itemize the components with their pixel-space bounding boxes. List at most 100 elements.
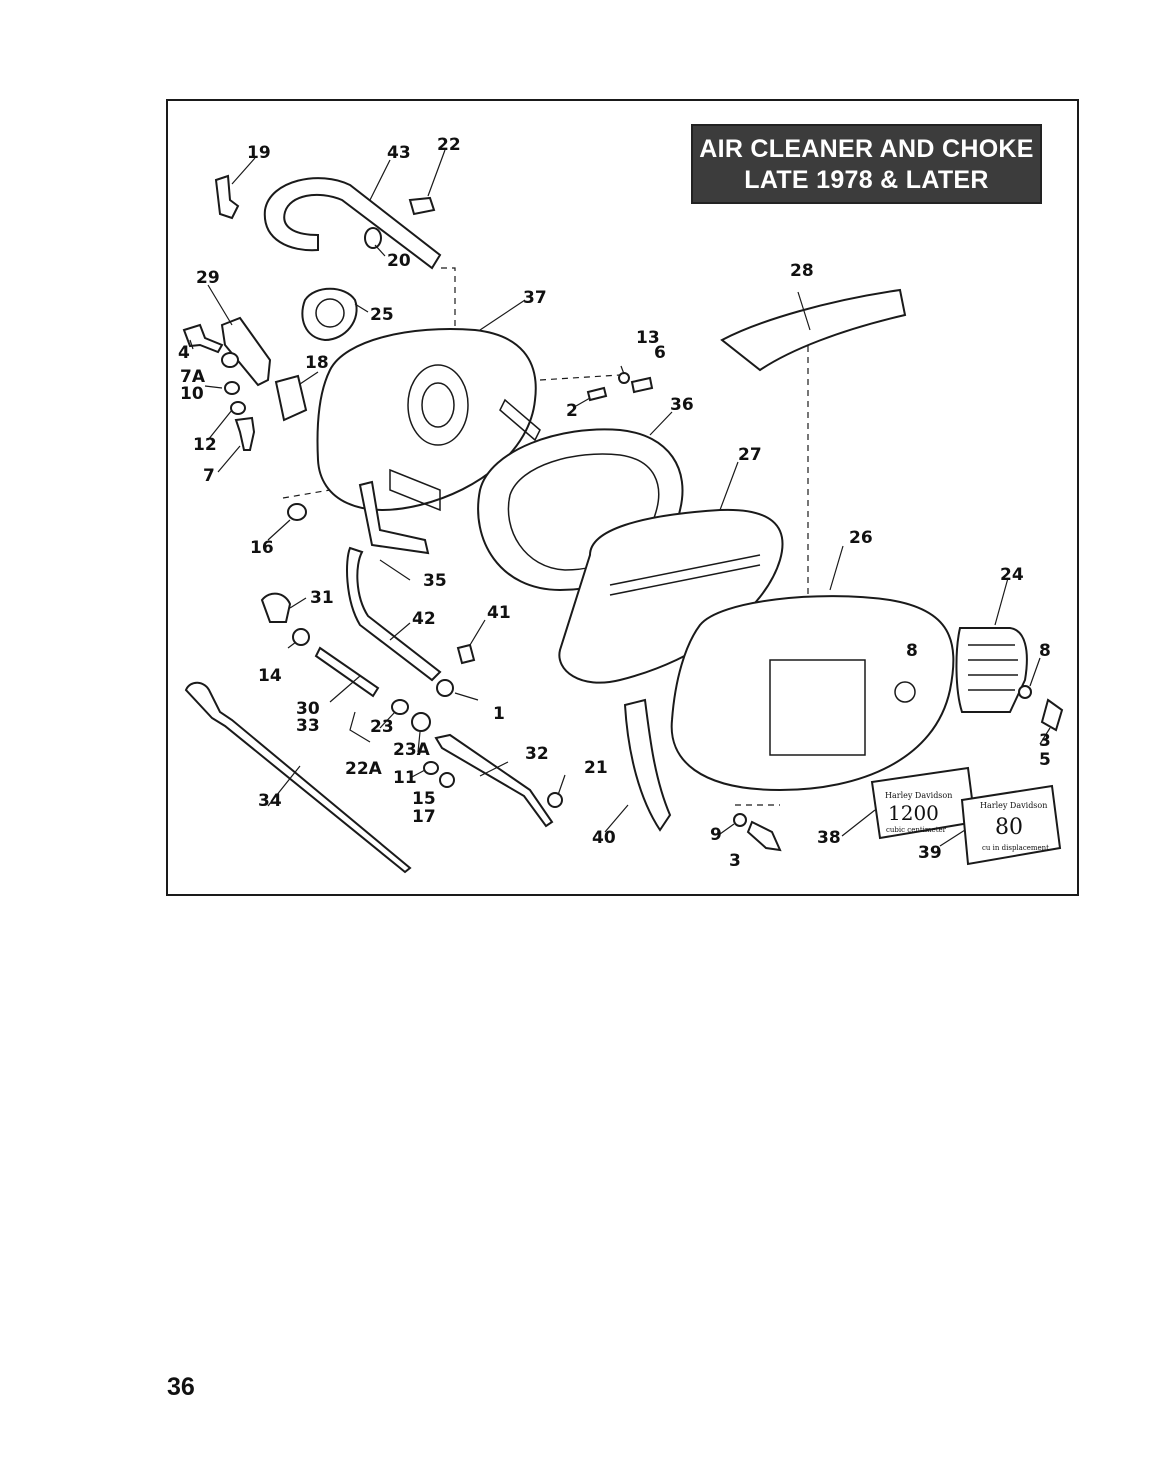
callout-17: 17 bbox=[412, 807, 436, 827]
part-1-grommet bbox=[436, 679, 454, 697]
callout-33: 33 bbox=[296, 716, 320, 736]
callout-34: 34 bbox=[258, 791, 282, 811]
part-38-plate-1200: Harley Davidson 1200 cubic centimeter bbox=[870, 766, 977, 840]
callout-23a: 23A bbox=[393, 740, 431, 760]
callout-8-cover: 8 bbox=[906, 641, 918, 661]
page-number: 36 bbox=[167, 1373, 195, 1401]
callout-7a: 7A bbox=[180, 367, 206, 387]
part-15-nut bbox=[439, 772, 455, 788]
part-7a-washer bbox=[221, 352, 239, 368]
part-8-washer bbox=[1018, 685, 1032, 699]
figure-title: AIR CLEANER AND CHOKE LATE 1978 & LATER bbox=[691, 124, 1042, 204]
part-41-plug bbox=[456, 643, 476, 665]
part-16-nut bbox=[287, 503, 307, 521]
callout-15: 15 bbox=[412, 789, 436, 809]
part-28-deflector bbox=[720, 288, 907, 372]
plate-1200-unit: cubic centimeter bbox=[886, 826, 947, 834]
part-6-screw bbox=[630, 376, 654, 394]
callout-39: 39 bbox=[918, 843, 942, 863]
part-14-nut bbox=[292, 628, 310, 646]
callout-29: 29 bbox=[196, 268, 220, 288]
part-23-nut bbox=[391, 699, 409, 715]
part-39-plate-80: Harley Davidson 80 cu in displacement bbox=[960, 784, 1062, 866]
callout-24: 24 bbox=[1000, 565, 1024, 585]
plate-80-unit: cu in displacement bbox=[982, 844, 1049, 852]
callout-22a: 22A bbox=[345, 759, 383, 779]
figure-frame bbox=[166, 99, 1079, 896]
part-24-grille bbox=[955, 627, 1028, 713]
callout-18: 18 bbox=[305, 353, 329, 373]
part-25-gasket bbox=[301, 287, 358, 342]
part-10-washer bbox=[224, 381, 240, 395]
callout-12: 12 bbox=[193, 435, 217, 455]
part-3-screw-right bbox=[1040, 698, 1064, 732]
part-30-rod bbox=[314, 646, 380, 698]
figure-title-line-1: AIR CLEANER AND CHOKE bbox=[699, 135, 1034, 163]
callout-22: 22 bbox=[437, 135, 461, 155]
part-40-strap bbox=[623, 698, 672, 832]
part-22-fitting bbox=[408, 196, 436, 216]
figure-title-line-2: LATE 1978 & LATER bbox=[744, 166, 989, 194]
callout-11: 11 bbox=[393, 768, 417, 788]
callout-41: 41 bbox=[487, 603, 511, 623]
callout-3-right: 3 bbox=[1039, 731, 1051, 751]
callout-16: 16 bbox=[250, 538, 274, 558]
callout-2: 2 bbox=[566, 401, 578, 421]
callout-10: 10 bbox=[180, 384, 204, 404]
callout-37: 37 bbox=[523, 288, 547, 308]
callout-19: 19 bbox=[247, 143, 271, 163]
part-19-clip bbox=[214, 174, 240, 220]
callout-8-right: 8 bbox=[1039, 641, 1051, 661]
callout-35: 35 bbox=[423, 571, 447, 591]
part-23a-washer bbox=[411, 712, 431, 732]
part-35-bracket bbox=[358, 480, 430, 555]
callout-7: 7 bbox=[203, 466, 215, 486]
callout-4: 4 bbox=[178, 343, 190, 363]
callout-28: 28 bbox=[790, 261, 814, 281]
callout-13: 13 bbox=[636, 328, 660, 348]
callout-36: 36 bbox=[670, 395, 694, 415]
part-29-bracket bbox=[220, 316, 272, 387]
callout-5: 5 bbox=[1039, 750, 1051, 770]
plate-1200-number: 1200 bbox=[888, 801, 939, 825]
part-31-knob bbox=[260, 592, 292, 623]
part-43-hose bbox=[263, 177, 442, 270]
callout-23: 23 bbox=[370, 717, 394, 737]
callout-42: 42 bbox=[412, 609, 436, 629]
part-27-backing-plate bbox=[558, 508, 784, 684]
callout-3-bottom: 3 bbox=[729, 851, 741, 871]
callout-26: 26 bbox=[849, 528, 873, 548]
part-18-block bbox=[274, 374, 308, 422]
part-34-cable bbox=[184, 681, 412, 874]
part-32-rod bbox=[434, 733, 554, 828]
part-3-screw-bottom bbox=[746, 820, 782, 852]
plate-80-brand: Harley Davidson bbox=[980, 801, 1047, 810]
part-13-washer bbox=[618, 372, 630, 384]
plate-1200-brand: Harley Davidson bbox=[885, 791, 952, 800]
callout-21: 21 bbox=[584, 758, 608, 778]
callout-43: 43 bbox=[387, 143, 411, 163]
callout-27: 27 bbox=[738, 445, 762, 465]
part-2-screw bbox=[586, 386, 608, 402]
plate-80-number: 80 bbox=[995, 815, 1023, 840]
callout-38: 38 bbox=[817, 828, 841, 848]
part-20-clamp bbox=[364, 227, 382, 249]
callout-20: 20 bbox=[387, 251, 411, 271]
callout-1: 1 bbox=[493, 704, 505, 724]
part-21-clip bbox=[547, 792, 563, 808]
callout-25: 25 bbox=[370, 305, 394, 325]
callout-14: 14 bbox=[258, 666, 282, 686]
callout-6: 6 bbox=[654, 343, 666, 363]
callout-31: 31 bbox=[310, 588, 334, 608]
part-26-cover bbox=[670, 595, 955, 792]
callout-9: 9 bbox=[710, 825, 722, 845]
part-11-clip bbox=[423, 761, 439, 775]
part-12-washer bbox=[230, 401, 246, 415]
part-7-bolt bbox=[234, 416, 256, 451]
callout-32: 32 bbox=[525, 744, 549, 764]
callout-30: 30 bbox=[296, 699, 320, 719]
part-42-tube bbox=[346, 546, 442, 682]
callout-40: 40 bbox=[592, 828, 616, 848]
part-9-washer bbox=[733, 813, 747, 827]
